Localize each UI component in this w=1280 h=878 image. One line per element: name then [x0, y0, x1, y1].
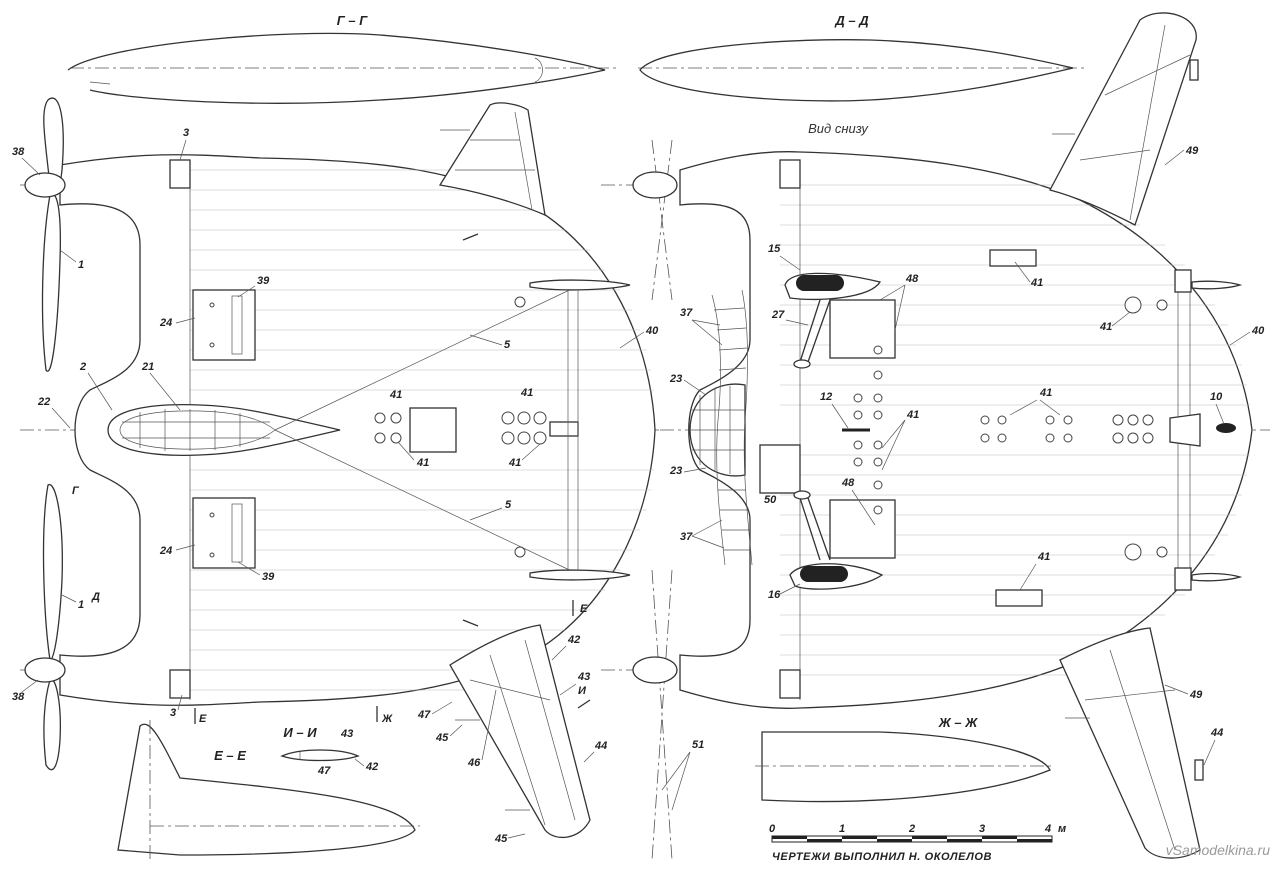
section-d-d: Д – Д	[638, 13, 1085, 102]
section-title-e: Е – Е	[214, 748, 246, 763]
callout: 12	[820, 391, 832, 403]
callout: 50	[764, 494, 777, 506]
section-title-g: Г – Г	[337, 13, 368, 28]
callout: 16	[768, 589, 781, 601]
callout: 41	[1037, 551, 1050, 563]
bottom-view: Вид снизу	[600, 12, 1270, 861]
callout: 39	[257, 275, 270, 287]
callout: 38	[12, 146, 25, 158]
inspection-holes-bottom-view	[853, 296, 1168, 561]
callout: 10	[1210, 391, 1223, 403]
callout: 49	[1189, 689, 1203, 701]
callout: 40	[1251, 325, 1265, 337]
drawing-credit: ЧЕРТЕЖИ ВЫПОЛНИЛ Н. ОКОЛЕЛОВ	[772, 851, 992, 863]
scale-tick-label: 3	[979, 823, 985, 835]
cut-mark-g: Г	[72, 485, 80, 497]
propeller-bottom	[24, 484, 66, 771]
scale-bar: 0 1 2 3 4 м ЧЕРТЕЖИ ВЫПОЛНИЛ Н. ОКОЛЕЛОВ	[769, 823, 1066, 863]
section-i-i: И – И 43 47 42	[280, 725, 378, 777]
rib-ladder	[711, 289, 753, 566]
callout: 24	[159, 545, 172, 557]
callout: 44	[1210, 727, 1223, 739]
callout: 41	[520, 387, 533, 399]
callout: 47	[417, 709, 431, 721]
callout: 48	[841, 477, 855, 489]
section-title-zh: Ж – Ж	[938, 715, 979, 730]
callout: 46	[467, 757, 481, 769]
callout: 24	[159, 317, 172, 329]
callout: 41	[906, 409, 919, 421]
view-title: Вид снизу	[808, 121, 869, 136]
watermark: vSamodelkina.ru	[1166, 842, 1270, 858]
scale-tick-label: 2	[908, 823, 915, 835]
callout: 48	[905, 273, 919, 285]
callout: 39	[262, 571, 275, 583]
callout: 44	[594, 740, 607, 752]
callout: 23	[669, 465, 682, 477]
scale-tick-label: 1	[839, 823, 845, 835]
callout: 22	[37, 396, 50, 408]
callout: 2	[79, 361, 86, 373]
scale-unit: м	[1058, 823, 1066, 835]
scale-tick-label: 4	[1044, 823, 1051, 835]
callout: 3	[183, 127, 189, 139]
callout: 43	[340, 728, 353, 740]
cut-mark-zh: Ж	[381, 713, 393, 725]
cut-mark-e1: Е	[580, 603, 588, 615]
callout: 15	[768, 243, 781, 255]
propeller-top	[24, 97, 66, 372]
scale-tick-label: 0	[769, 823, 776, 835]
callouts-top-view: 38 1 3 39 24 2 21 22 5 40 41 41 41 41	[12, 127, 659, 845]
callout: 38	[12, 691, 25, 703]
callout: 47	[317, 765, 331, 777]
callout: 42	[567, 634, 580, 646]
callout: 41	[416, 457, 429, 469]
callout: 45	[494, 833, 508, 845]
top-view: 38 1 3 39 24 2 21 22 5 40 41 41 41 41	[12, 97, 660, 845]
section-zh-zh: Ж – Ж	[755, 715, 1055, 803]
section-title-i: И – И	[283, 725, 317, 740]
cut-mark-i: И	[578, 685, 587, 697]
section-title-d: Д – Д	[834, 13, 869, 28]
callout: 43	[577, 671, 590, 683]
callout: 42	[365, 761, 378, 773]
callout: 1	[78, 259, 84, 271]
callout: 51	[692, 739, 704, 751]
cut-mark-d: Д	[91, 591, 100, 603]
callout: 1	[78, 599, 84, 611]
callout: 5	[505, 499, 512, 511]
callout: 41	[1030, 277, 1043, 289]
callout: 27	[771, 309, 785, 321]
callout: 3	[170, 707, 176, 719]
cut-mark-e2: Е	[199, 713, 207, 725]
landing-gear	[784, 272, 884, 590]
callout: 41	[1039, 387, 1052, 399]
callout: 5	[504, 339, 511, 351]
section-g-g: Г – Г	[67, 13, 620, 104]
callout: 41	[508, 457, 521, 469]
callout: 41	[389, 389, 402, 401]
callout: 40	[645, 325, 659, 337]
callout: 23	[669, 373, 682, 385]
inspection-holes-top-view	[209, 296, 547, 558]
callout: 37	[680, 307, 693, 319]
callout: 21	[141, 361, 154, 373]
callout: 49	[1185, 145, 1199, 157]
callouts-bottom-view: 49 15 48 41 27 37 23 12 41 41 41	[661, 145, 1265, 811]
section-e-e: Е – Е	[117, 720, 420, 862]
top-view-panels	[189, 165, 654, 700]
callout: 41	[1099, 321, 1112, 333]
callout: 45	[435, 732, 449, 744]
callout: 37	[680, 531, 693, 543]
